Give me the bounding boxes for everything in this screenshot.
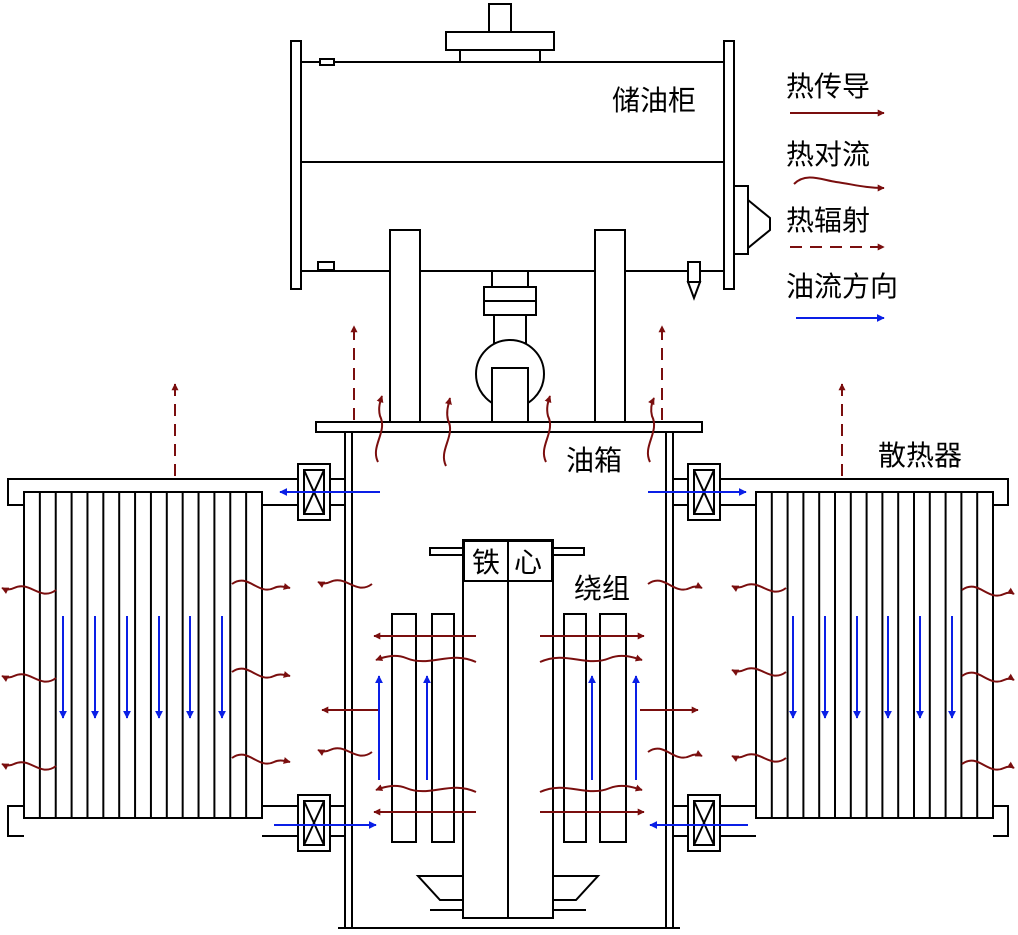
oil-tank: 油箱 bbox=[315, 421, 703, 929]
conservator: 储油柜 bbox=[290, 3, 771, 423]
legend-radiation: 热辐射 bbox=[786, 204, 885, 251]
legend-convection-arrow bbox=[793, 176, 885, 192]
winding-label: 绕组 bbox=[574, 572, 630, 605]
oil-flow-arrows bbox=[59, 488, 956, 829]
legend-oil-flow: 油流方向 bbox=[786, 270, 898, 322]
legend-oil-flow-label: 油流方向 bbox=[786, 270, 898, 303]
tank-label: 油箱 bbox=[566, 444, 622, 477]
iron-core: 铁 心 bbox=[415, 539, 601, 919]
legend-conduction: 热传导 bbox=[786, 70, 885, 117]
legend-conduction-label: 热传导 bbox=[786, 70, 870, 103]
conservator-label: 储油柜 bbox=[612, 84, 696, 117]
legend-convection-label: 热对流 bbox=[786, 138, 870, 171]
windings: 绕组 bbox=[391, 572, 630, 843]
core-label-left: 铁 bbox=[472, 546, 500, 579]
legend-convection: 热对流 bbox=[786, 138, 885, 192]
legend-radiation-label: 热辐射 bbox=[786, 204, 870, 237]
heat-transfer-arrows bbox=[1, 325, 1015, 816]
core-label-right: 心 bbox=[514, 546, 542, 579]
radiator-right: 散热器 bbox=[673, 439, 1009, 852]
radiator-left bbox=[7, 463, 345, 852]
radiator-label: 散热器 bbox=[878, 439, 962, 472]
legend: 热传导 热对流 热辐射 油流方向 bbox=[786, 70, 898, 322]
